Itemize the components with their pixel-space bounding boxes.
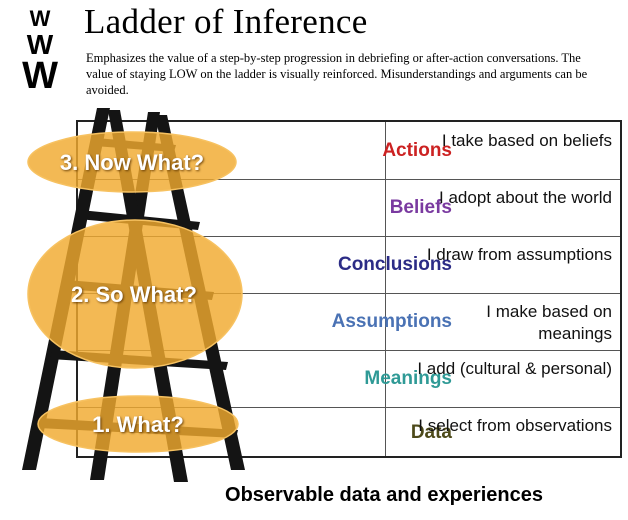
column-divider [385, 122, 386, 456]
row-divider [78, 293, 620, 294]
stage-label-now-what: 3. Now What? [59, 150, 205, 175]
rung-row-conclusions: Conclusions I draw from assumptions [78, 236, 620, 293]
rung-desc: I make based on meanings [486, 302, 612, 343]
row-divider [78, 179, 620, 180]
rung-row-meanings: Meanings I add (cultural & personal) [78, 350, 620, 407]
stage-label-so-what: 2. So What? [71, 282, 197, 307]
row-divider [78, 407, 620, 408]
rung-desc: I take based on beliefs [441, 131, 612, 150]
rung-desc: I adopt about the world [439, 188, 612, 207]
rung-label: Conclusions [337, 253, 452, 275]
row-divider [78, 236, 620, 237]
rung-row-actions: Actions I take based on beliefs [78, 122, 620, 179]
logo-w-top: W [30, 6, 51, 31]
rung-row-beliefs: Beliefs I adopt about the world [78, 179, 620, 236]
page-subtitle: Emphasizes the value of a step-by-step p… [86, 51, 588, 97]
rung-label: Data [410, 421, 452, 443]
www-logo-icon: W W W [22, 6, 58, 90]
ladder-table: Actions I take based on beliefs Beliefs … [76, 120, 622, 458]
row-divider [78, 350, 620, 351]
rung-label: Actions [382, 139, 452, 161]
rung-row-assumptions: Assumptions I make based on meanings [78, 293, 620, 350]
page-title: Ladder of Inference [84, 2, 368, 41]
rung-desc: I draw from assumptions [426, 245, 612, 264]
stage-label-what: 1. What? [92, 412, 184, 437]
rung-label: Beliefs [389, 196, 452, 218]
rung-desc: I add (cultural & personal) [417, 359, 612, 378]
logo-w-mid: W [27, 29, 54, 60]
logo-w-bottom: W [22, 55, 58, 90]
rung-label: Meanings [364, 367, 452, 389]
rung-row-data: Data I select from observations [78, 407, 620, 458]
footer-caption: Observable data and experiences [225, 484, 543, 506]
rung-label: Assumptions [331, 310, 452, 332]
rung-desc: I select from observations [418, 416, 612, 435]
